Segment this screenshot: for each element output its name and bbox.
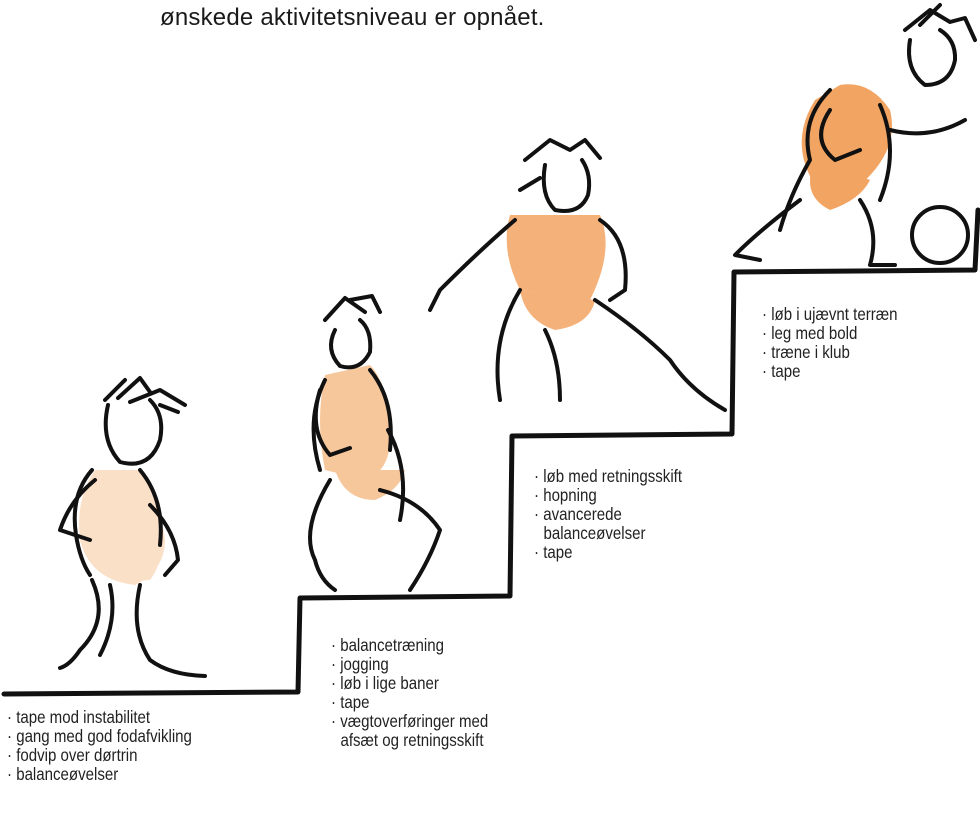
football-player-icon bbox=[735, 5, 975, 265]
list-item: · hopning bbox=[534, 486, 682, 505]
step-3-activity-list: · løb med retningsskift · hopning · avan… bbox=[534, 467, 682, 562]
staircase-line bbox=[4, 210, 978, 694]
list-item: · avancerede bbox=[534, 505, 682, 524]
list-item: · træne i klub bbox=[762, 343, 897, 362]
list-item: · løb med retningsskift bbox=[534, 467, 682, 486]
list-item: · jogging bbox=[331, 655, 488, 674]
list-item: · tape bbox=[331, 693, 488, 712]
list-item: · gang med god fodafvikling bbox=[7, 727, 192, 746]
list-item: · fodvip over dørtrin bbox=[7, 746, 192, 765]
lunging-figure-icon bbox=[430, 140, 725, 410]
list-item: · tape bbox=[762, 362, 897, 381]
walking-figure-icon bbox=[60, 378, 205, 676]
list-item: · tape bbox=[534, 543, 682, 562]
list-item-continuation: balanceøvelser bbox=[534, 524, 682, 543]
list-item: · balancetræning bbox=[331, 636, 488, 655]
step-4-activity-list: · løb i ujævnt terræn · leg med bold · t… bbox=[762, 305, 897, 381]
list-item: · tape mod instabilitet bbox=[7, 708, 192, 727]
list-item: · balanceøvelser bbox=[7, 765, 192, 784]
balancing-figure-icon bbox=[310, 296, 440, 590]
list-item: · leg med bold bbox=[762, 324, 897, 343]
step-2-activity-list: · balancetræning · jogging · løb i lige … bbox=[331, 636, 488, 750]
list-item: · løb i lige baner bbox=[331, 674, 488, 693]
list-item: · vægtoverføringer med bbox=[331, 712, 488, 731]
list-item-continuation: afsæt og retningsskift bbox=[331, 731, 488, 750]
step-1-activity-list: · tape mod instabilitet · gang med god f… bbox=[7, 708, 192, 784]
list-item: · løb i ujævnt terræn bbox=[762, 305, 897, 324]
